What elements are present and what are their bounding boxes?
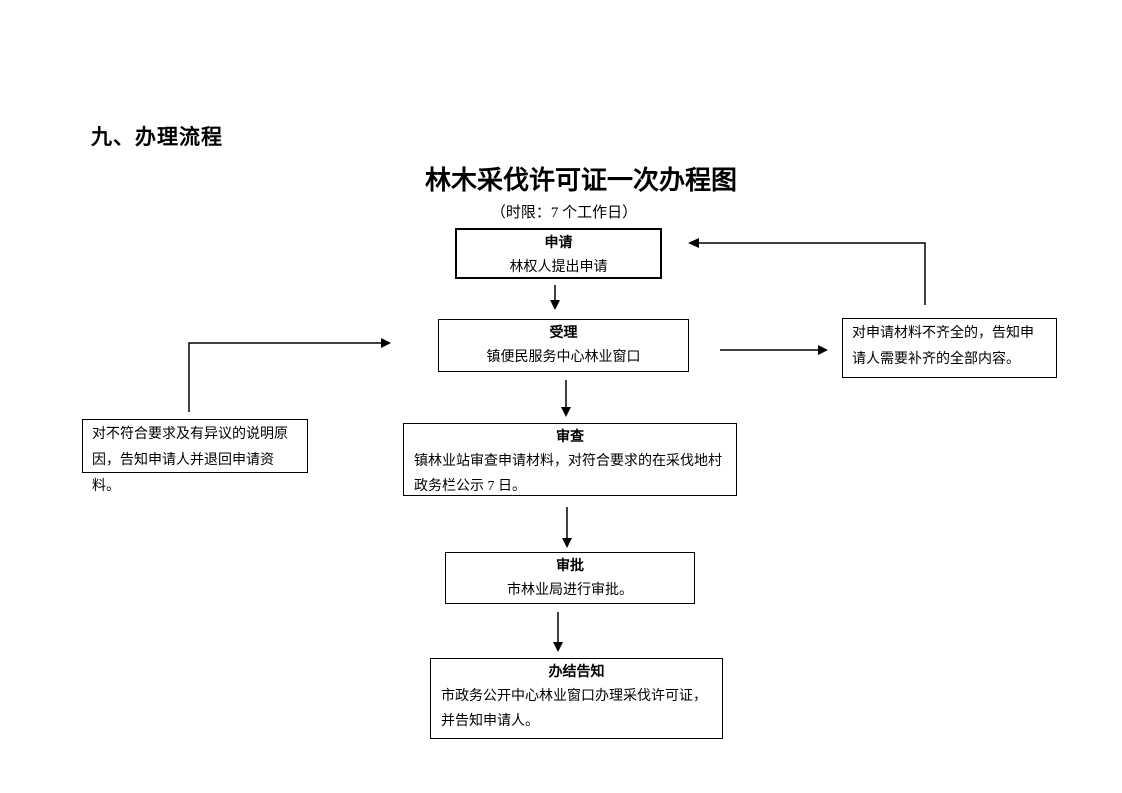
arrow-review-to-approve — [562, 507, 572, 548]
flow-node-approve: 审批 市林业局进行审批。 — [445, 552, 695, 604]
flow-node-completion-notice: 办结告知 市政务公开中心林业窗口办理采伐许可证，并告知申请人。 — [430, 658, 723, 739]
flow-node-approve-title: 审批 — [556, 559, 584, 574]
note-incomplete-materials: 对申请材料不齐全的，告知申请人需要补齐的全部内容。 — [842, 318, 1057, 378]
flow-node-review-title: 审查 — [556, 430, 584, 445]
flow-node-accept: 受理 镇便民服务中心林业窗口 — [438, 319, 689, 372]
flow-node-review-body: 镇林业站审查申请材料，对符合要求的在采伐地村政务栏公示 7 日。 — [414, 454, 722, 494]
flowchart-time-limit: （时限：7 个工作日） — [490, 205, 638, 221]
flowchart-title: 林木采伐许可证一次办程图 — [424, 166, 737, 195]
flow-node-approve-body: 市林业局进行审批。 — [507, 583, 633, 598]
flow-node-completion-notice-title: 办结告知 — [548, 665, 605, 680]
arrow-approve-to-notice — [553, 612, 563, 652]
section-heading: 九、办理流程 — [91, 126, 223, 149]
flow-node-review: 审查 镇林业站审查申请材料，对符合要求的在采伐地村政务栏公示 7 日。 — [403, 423, 737, 496]
arrow-apply-to-accept — [550, 285, 560, 310]
arrow-accept-to-review — [561, 380, 571, 417]
flow-node-completion-notice-body: 市政务公开中心林业窗口办理采伐许可证，并告知申请人。 — [441, 689, 707, 729]
flow-node-apply-title: 申请 — [544, 236, 573, 251]
arrow-accept-to-incomplete-note — [720, 345, 828, 355]
flow-node-apply: 申请 林权人提出申请 — [455, 228, 662, 279]
arrow-return-note-to-accept — [188, 338, 391, 412]
arrow-incomplete-note-to-apply — [688, 238, 926, 305]
note-return-application: 对不符合要求及有异议的说明原因，告知申请人并退回申请资料。 — [82, 419, 308, 494]
flow-node-accept-title: 受理 — [549, 326, 578, 341]
flow-node-accept-body: 镇便民服务中心林业窗口 — [486, 350, 641, 365]
flow-node-apply-body: 林权人提出申请 — [509, 260, 608, 275]
